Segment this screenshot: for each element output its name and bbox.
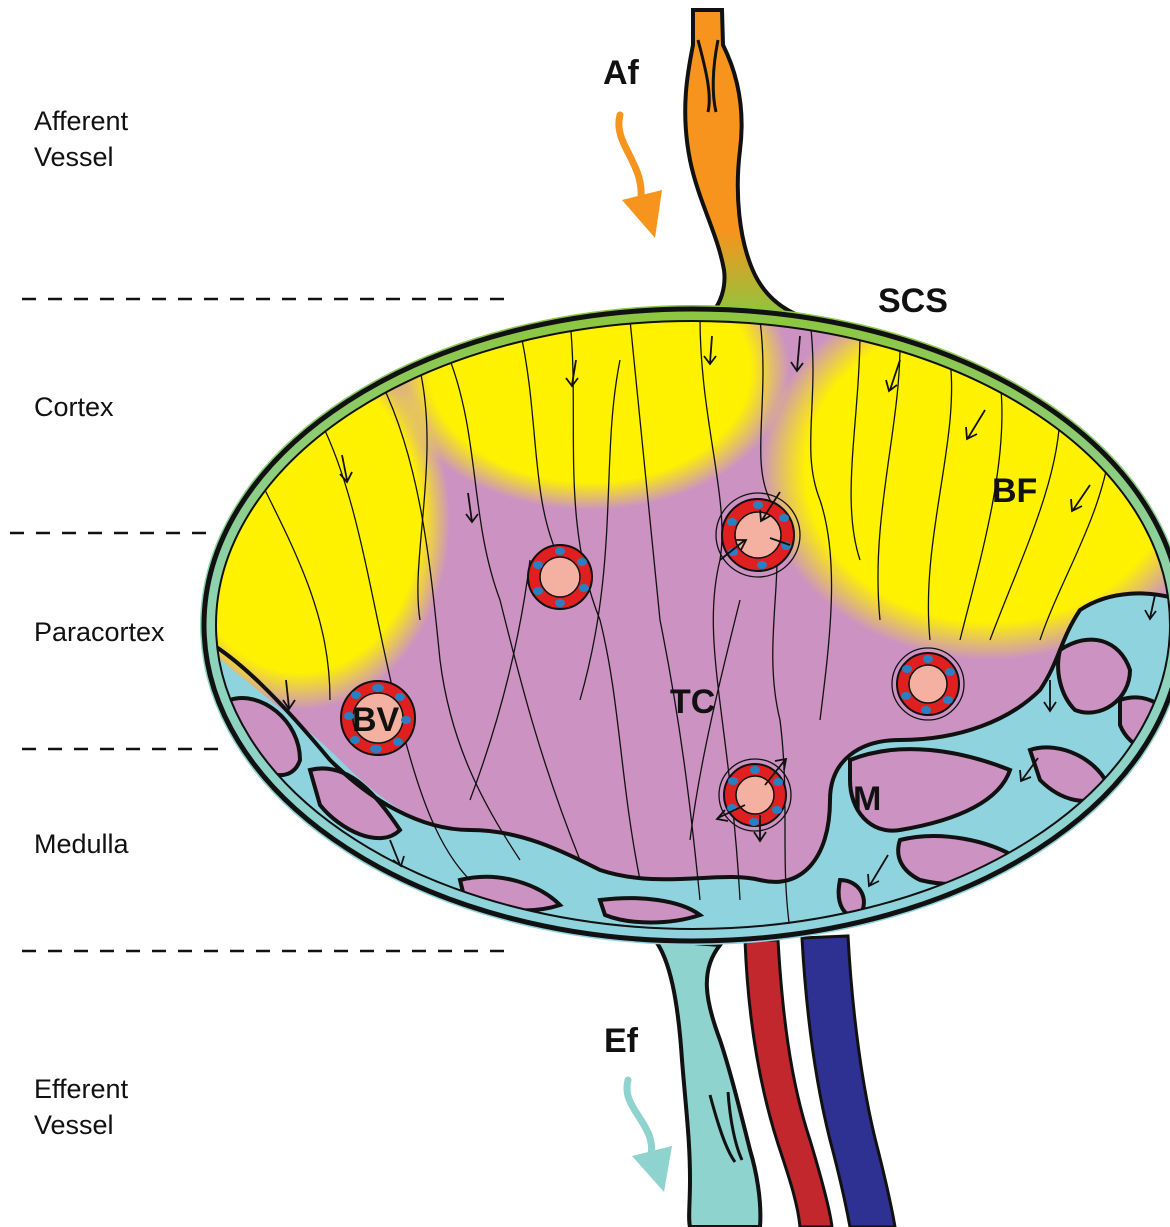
efferent-flow-arrow (627, 1080, 652, 1160)
label-scs: SCS (878, 282, 948, 320)
label-paracortex: Paracortex (34, 617, 165, 647)
label-efferent-vessel-line1: Efferent (34, 1074, 129, 1104)
efferent-lymphatic-vessel (655, 940, 760, 1227)
label-efferent-vessel-line2: Vessel (34, 1110, 114, 1140)
blood-vessel-4 (892, 648, 964, 720)
afferent-flow-arrowhead (622, 190, 662, 238)
label-afferent-vessel-line2: Vessel (34, 142, 114, 172)
label-af: Af (603, 54, 640, 92)
afferent-flow-arrow (619, 115, 641, 205)
label-bv: BV (352, 701, 400, 739)
blood-vessel-2 (528, 545, 592, 609)
label-cortex: Cortex (34, 392, 114, 422)
label-tc: TC (670, 683, 715, 721)
label-m: M (853, 780, 881, 818)
label-bf: BF (992, 472, 1037, 510)
blood-vessel-3 (716, 492, 800, 577)
label-afferent-vessel-line1: Afferent (34, 106, 129, 136)
efferent-flow-arrowhead (632, 1146, 672, 1192)
label-ef: Ef (604, 1022, 639, 1060)
label-medulla: Medulla (34, 829, 130, 859)
